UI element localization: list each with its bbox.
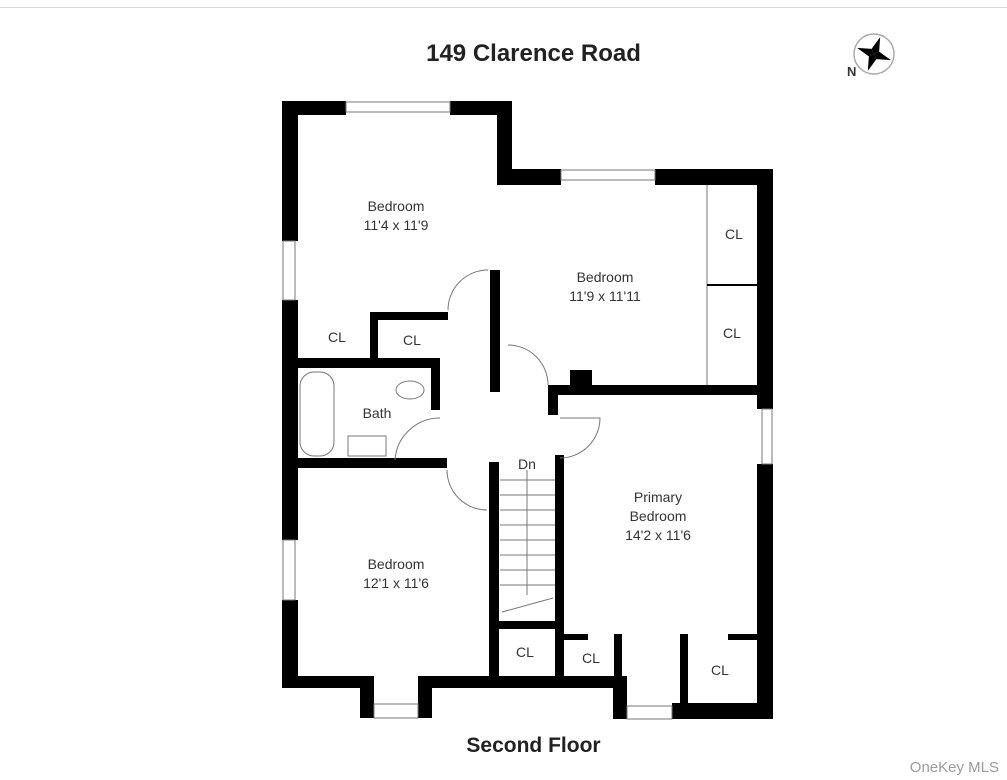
fixtures: [282, 101, 773, 720]
closet-label: CL: [582, 650, 600, 666]
compass-rose-icon: N: [838, 30, 900, 85]
closet-label: CL: [723, 325, 741, 341]
room-dims: 12'1 x 11'6: [363, 575, 429, 591]
closet-label: CL: [711, 662, 729, 678]
compass-north-label: N: [847, 64, 856, 79]
closet-label: CL: [725, 226, 743, 242]
watermark: OneKey MLS: [909, 759, 999, 776]
room-dims: 14'2 x 11'6: [625, 527, 691, 543]
room-dims: 11'4 x 11'9: [364, 217, 429, 233]
closet-label: CL: [516, 644, 534, 660]
closet-label: CL: [403, 332, 421, 348]
closet-label: CL: [328, 329, 346, 345]
walls: [282, 101, 773, 719]
page-title: 149 Clarence Road: [426, 40, 641, 67]
room-name: Bedroom: [630, 508, 687, 524]
room-labels: Bedroom 11'4 x 11'9 Bedroom 11'9 x 11'11…: [328, 198, 743, 678]
room-name: Bedroom: [368, 198, 425, 214]
room-dims: 11'9 x 11'11: [569, 288, 641, 304]
top-divider: [0, 7, 1007, 8]
room-name: Primary: [634, 489, 682, 505]
floor-label: Second Floor: [466, 734, 601, 757]
room-name: Bath: [363, 405, 392, 421]
stairs-label: Dn: [518, 456, 536, 472]
room-name: Bedroom: [368, 556, 425, 572]
room-name: Bedroom: [577, 269, 634, 285]
